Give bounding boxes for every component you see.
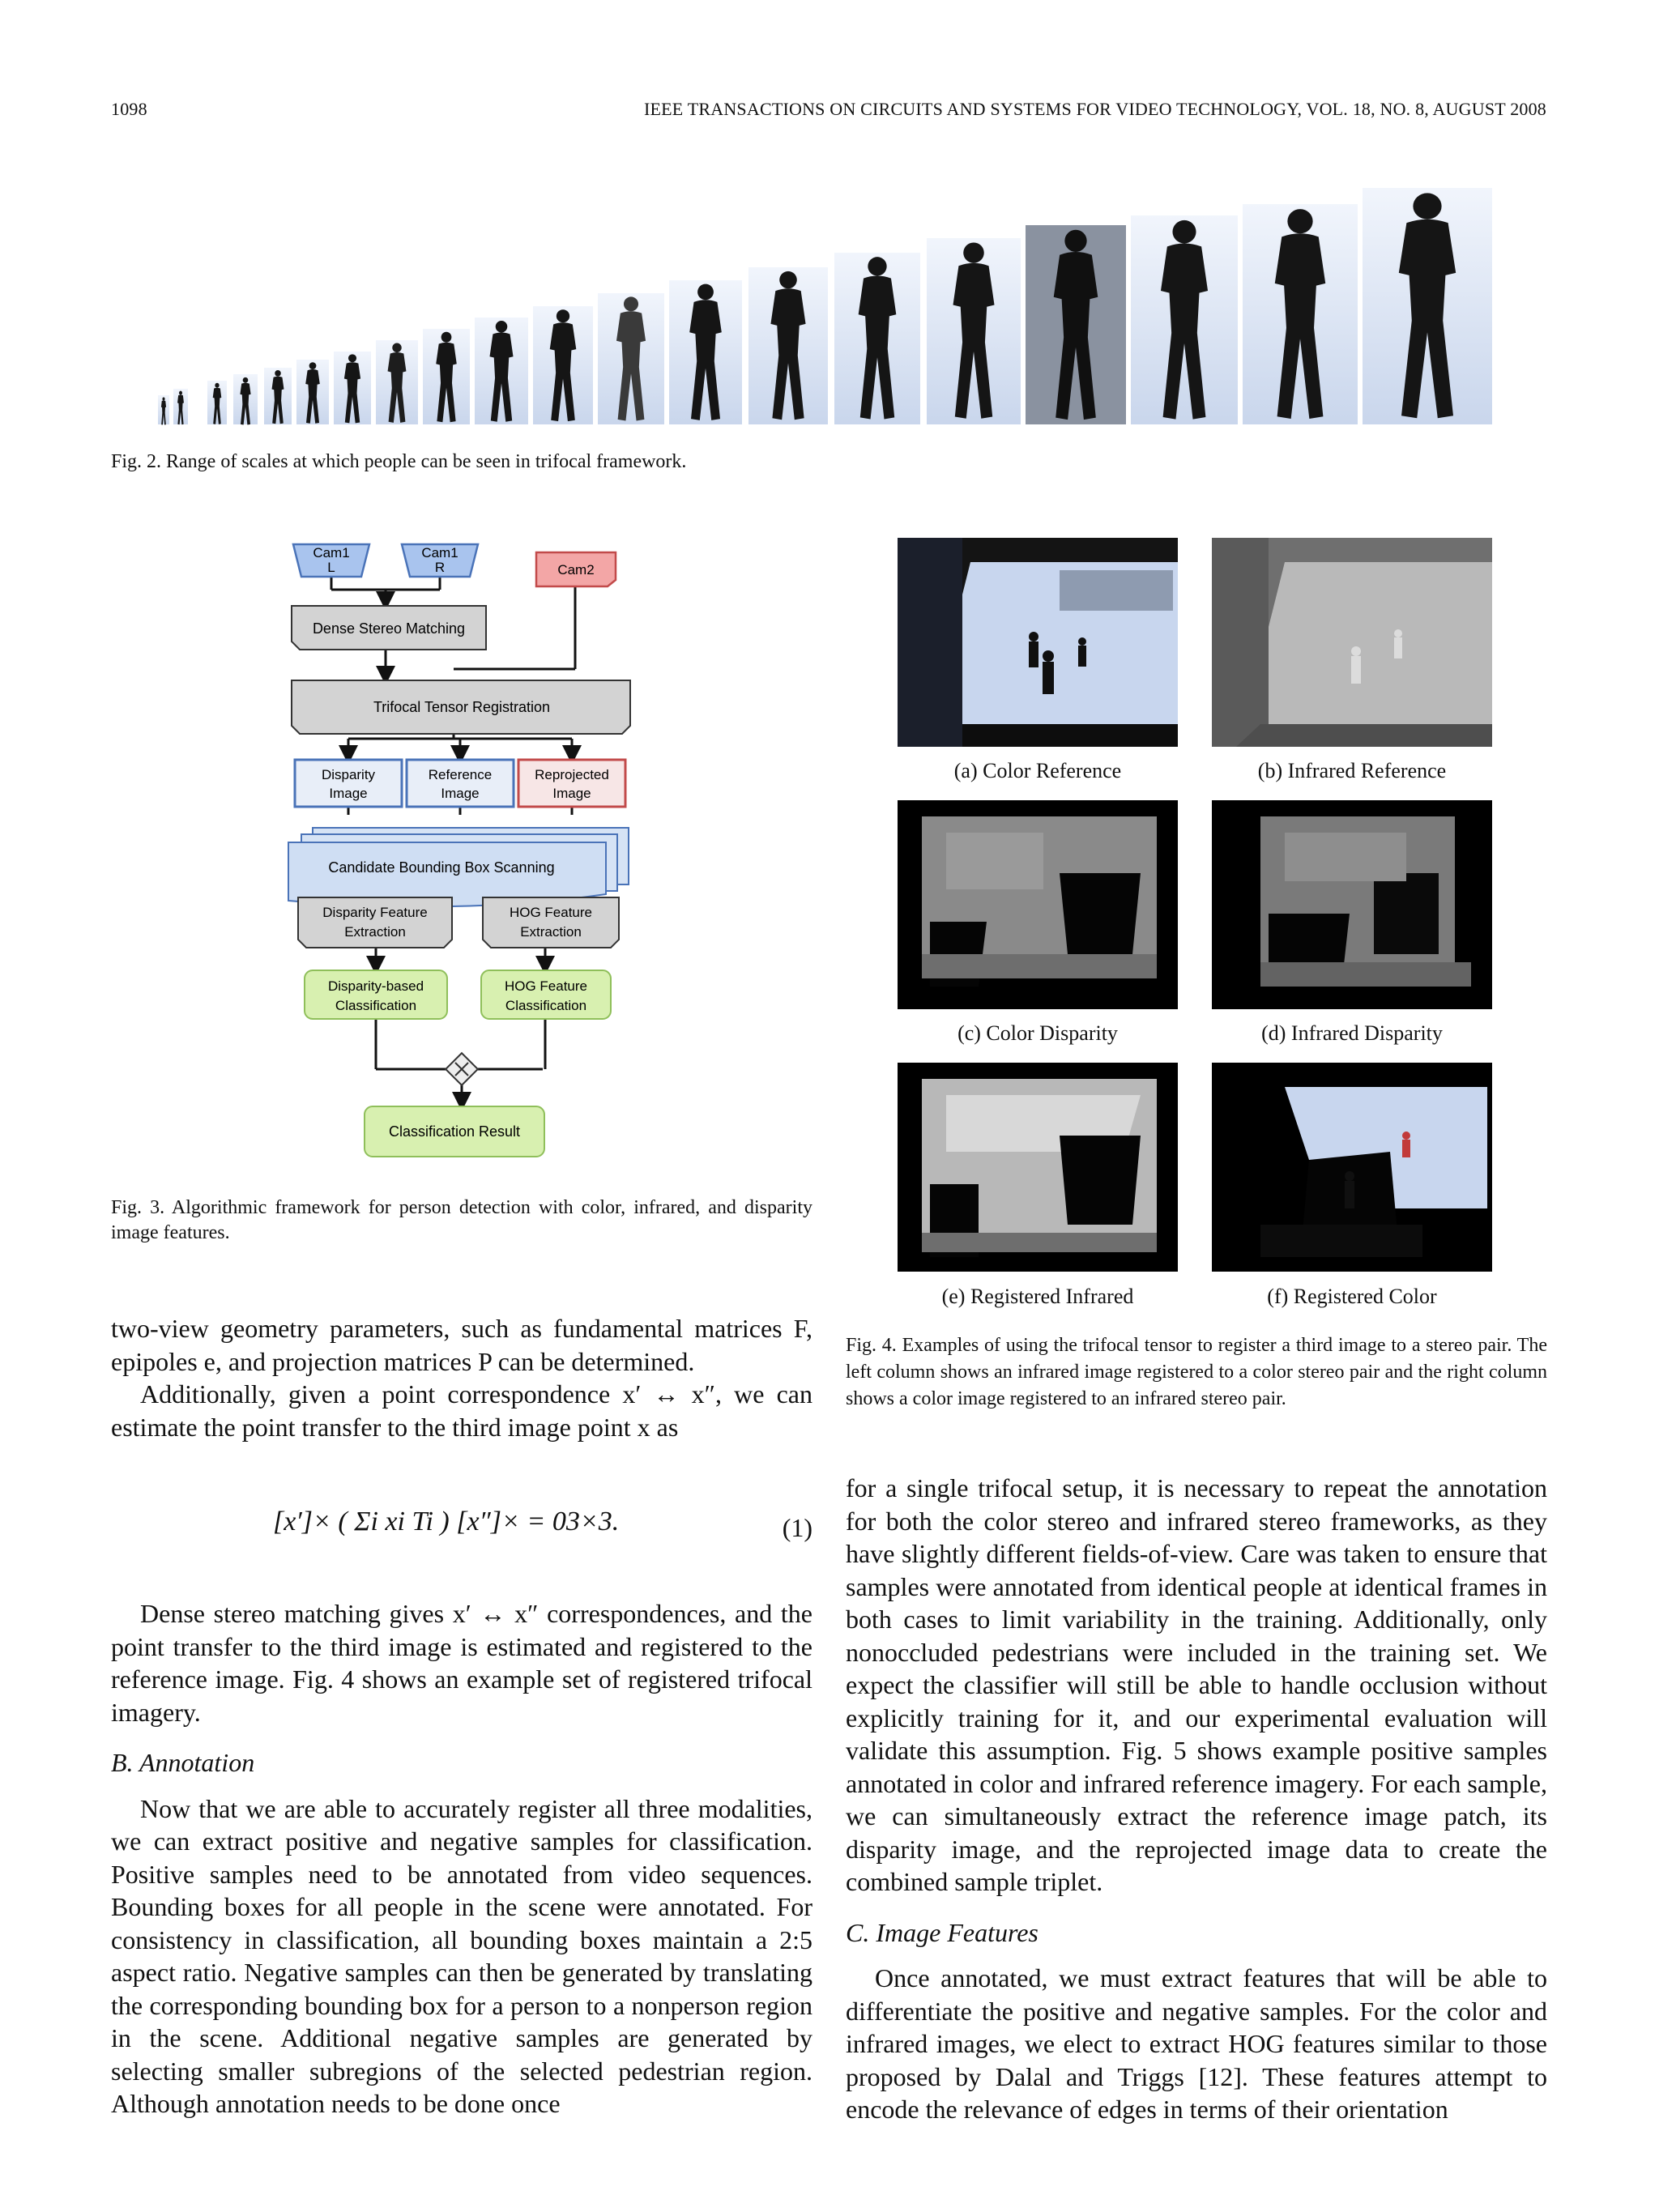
paragraph-point-correspondence: Additionally, given a point corresponden… xyxy=(111,1379,812,1442)
reprojected-image-label-bottom: Image xyxy=(552,786,591,801)
equation-body: [x′]× ( Σi xi Ti ) [x″]× = 03×3. xyxy=(273,1507,620,1536)
fig3-flow-diagram: Cam1 L Cam1 R Cam2 Dense Stereo Matching… xyxy=(288,543,631,1157)
paragraph-dense-stereo: Dense stereo matching gives x′ ↔ x″ corr… xyxy=(111,1599,812,1727)
disparity-feature-label-top: Disparity Feature xyxy=(322,905,427,920)
reference-image-label-top: Reference xyxy=(429,767,492,782)
fig2-tile xyxy=(834,253,920,424)
right-column: for a single trifocal setup, it is neces… xyxy=(846,1472,1547,2126)
reprojected-image-label-top: Reprojected xyxy=(535,767,609,782)
fig2-tile xyxy=(376,340,418,424)
fig4f-registered-color-image xyxy=(1212,1063,1492,1272)
combine-junction-icon xyxy=(444,1051,480,1087)
left-column-bottom: Dense stereo matching gives x′ ↔ x″ corr… xyxy=(111,1597,812,2120)
hog-feature-extraction-label-bottom: Extraction xyxy=(520,924,582,940)
fig2-tile xyxy=(233,374,258,425)
cam2-label: Cam2 xyxy=(557,562,594,578)
fig2-tile xyxy=(533,306,593,424)
fig4d-infrared-disparity-image xyxy=(1212,800,1492,1009)
fig2-tile xyxy=(1131,215,1238,424)
disparity-feature-label-bottom: Extraction xyxy=(344,924,406,940)
reference-image-label-bottom: Image xyxy=(441,786,479,801)
paragraph-annotation-continued: for a single trifocal setup, it is neces… xyxy=(846,1473,1547,1896)
fig4c-subcaption: (c) Color Disparity xyxy=(957,1021,1118,1045)
fig4-caption: Fig. 4. Examples of using the trifocal t… xyxy=(846,1335,1547,1409)
paragraph-annotation: Now that we are able to accurately regis… xyxy=(111,1793,812,2119)
cam1-left-label-top: Cam1 xyxy=(313,545,349,560)
cam1-right-label-top: Cam1 xyxy=(421,545,458,560)
left-column-top: two-view geometry parameters, such as fu… xyxy=(111,1312,812,1443)
fig4f-subcaption: (f) Registered Color xyxy=(1267,1285,1437,1308)
trifocal-registration-label: Trifocal Tensor Registration xyxy=(373,699,550,715)
cam1-right-label-bottom: R xyxy=(435,560,445,575)
equation-1: [x′]× ( Σi xi Ti ) [x″]× = 03×3. (1) xyxy=(111,1492,812,1589)
candidate-bbox-label: Candidate Bounding Box Scanning xyxy=(328,859,554,876)
equation-number: (1) xyxy=(782,1513,812,1542)
fig2-tile xyxy=(1026,225,1126,424)
fig2-tile xyxy=(207,381,227,424)
fig2-tile xyxy=(475,318,528,424)
disparity-image-label-top: Disparity xyxy=(322,767,376,782)
fig2-tile xyxy=(173,389,188,425)
hog-classification-label-top: HOG Feature xyxy=(505,978,587,994)
fig4b-subcaption: (b) Infrared Reference xyxy=(1257,759,1447,782)
fig4e-subcaption: (e) Registered Infrared xyxy=(941,1285,1134,1308)
fig2-people-strip xyxy=(158,188,1492,425)
classification-result-label: Classification Result xyxy=(389,1123,520,1140)
fig3-caption: Fig. 3. Algorithmic framework for person… xyxy=(111,1197,812,1243)
fig2-tile xyxy=(264,368,292,424)
section-b-heading: B. Annotation xyxy=(111,1748,255,1777)
disparity-classification-label-top: Disparity-based xyxy=(328,978,424,994)
fig2-tile xyxy=(669,280,742,424)
hog-feature-extraction-label-top: HOG Feature xyxy=(510,905,592,920)
section-c-heading: C. Image Features xyxy=(846,1917,1038,1947)
fig2-tile xyxy=(423,329,470,424)
page-number: 1098 xyxy=(111,99,147,119)
fig4c-color-disparity-image xyxy=(898,800,1178,1009)
fig4a-color-reference-image xyxy=(898,538,1178,747)
fig2-tile xyxy=(748,267,828,424)
fig2-tile xyxy=(1363,188,1492,424)
fig4b-infrared-reference-image xyxy=(1212,538,1492,747)
hog-classification-label-bottom: Classification xyxy=(505,998,586,1013)
fig4d-subcaption: (d) Infrared Disparity xyxy=(1261,1021,1443,1045)
dense-stereo-label: Dense Stereo Matching xyxy=(313,620,465,637)
fig2-tile xyxy=(927,238,1021,424)
fig2-tile xyxy=(334,352,371,424)
fig2-tile xyxy=(1243,204,1358,424)
fig2-tile xyxy=(158,395,169,425)
journal-header: IEEE TRANSACTIONS ON CIRCUITS AND SYSTEM… xyxy=(643,99,1546,119)
fig2-tile xyxy=(296,360,329,424)
fig2-tile xyxy=(598,293,664,424)
disparity-classification-label-bottom: Classification xyxy=(335,998,416,1013)
disparity-image-label-bottom: Image xyxy=(329,786,367,801)
paragraph-geometry: two-view geometry parameters, such as fu… xyxy=(111,1314,812,1376)
fig4a-subcaption: (a) Color Reference xyxy=(953,759,1122,782)
fig4e-registered-infrared-image xyxy=(898,1063,1178,1272)
fig2-caption: Fig. 2. Range of scales at which people … xyxy=(111,451,687,472)
paragraph-image-features: Once annotated, we must extract features… xyxy=(846,1963,1547,2124)
cam1-left-label-bottom: L xyxy=(327,560,335,575)
